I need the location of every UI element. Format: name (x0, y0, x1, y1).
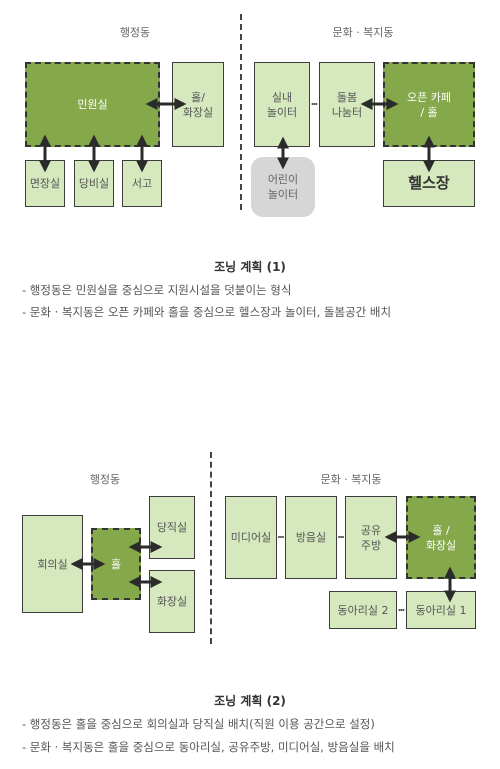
hall-restroom-label: 홀/ 화장실 (182, 90, 214, 119)
duty-room-label: 당비실 (78, 177, 110, 190)
plan1-indoor-play: 실내 놀이터 (254, 62, 310, 147)
health-label: 헬스장 (408, 174, 450, 192)
meeting-room-label: 회의실 (37, 557, 68, 571)
club-room-2-label: 동아리실 2 (337, 603, 389, 617)
hall-label: 홀 (110, 557, 122, 571)
plan2-title: 조닝 계획 (2) (214, 694, 286, 708)
plan2-desc2: - 문화 · 복지동은 홀을 중심으로 동아리실, 공유주방, 미디어실, 방음… (22, 740, 395, 754)
club-room-1-label: 동아리실 1 (415, 603, 467, 617)
plan2-club-room-1: 동아리실 1 (406, 591, 476, 629)
plan2-desc1: - 행정동은 홀을 중심으로 회의실과 당직실 배치(직원 이용 공간으로 설정… (22, 717, 375, 731)
plan2-night-duty: 당직실 (149, 496, 195, 559)
plan1-interview-room: 면장실 (25, 160, 65, 207)
plan1-desc2: - 문화 · 복지동은 오픈 카페와 홀을 중심으로 헬스장과 놀이터, 돌봄공… (22, 305, 392, 319)
civil-office-label: 민원실 (77, 98, 108, 111)
connector-dots (311, 103, 314, 105)
restroom-label: 화장실 (156, 595, 188, 608)
storage-label: 서고 (131, 177, 153, 190)
indoor-play-label: 실내 놀이터 (266, 90, 298, 119)
plan1-culture-label: 문화 · 복지동 (332, 26, 394, 39)
shared-kitchen-label: 공유 주방 (360, 523, 382, 552)
media-room-label: 미디어실 (230, 531, 272, 544)
hall-restroom2-label: 홀 / 화장실 (425, 523, 457, 552)
plan1-desc1: - 행정동은 민원실을 중심으로 지원시설을 덧붙이는 형식 (22, 283, 292, 297)
plan2-club-room-2: 동아리실 2 (329, 591, 397, 629)
plan1-civil-office: 민원실 (25, 62, 160, 147)
plan1-title: 조닝 계획 (1) (214, 260, 286, 274)
plan2-media-room: 미디어실 (225, 496, 277, 579)
plan2-sound-room: 방음실 (285, 496, 337, 579)
plan2-culture-label: 문화 · 복지동 (320, 473, 382, 486)
care-label: 돌봄 나눔터 (331, 90, 363, 119)
plan1-admin-label: 행정동 (119, 26, 151, 39)
kids-play-label: 어린이 놀이터 (267, 173, 299, 201)
night-duty-label: 당직실 (156, 521, 188, 534)
plan2-admin-label: 행정동 (89, 473, 121, 486)
plan2-divider (210, 452, 212, 644)
plan1-divider (240, 14, 242, 210)
open-cafe-label: 오픈 카페 / 홀 (407, 90, 451, 119)
interview-room-label: 면장실 (29, 177, 61, 190)
sound-room-label: 방음실 (295, 531, 327, 544)
